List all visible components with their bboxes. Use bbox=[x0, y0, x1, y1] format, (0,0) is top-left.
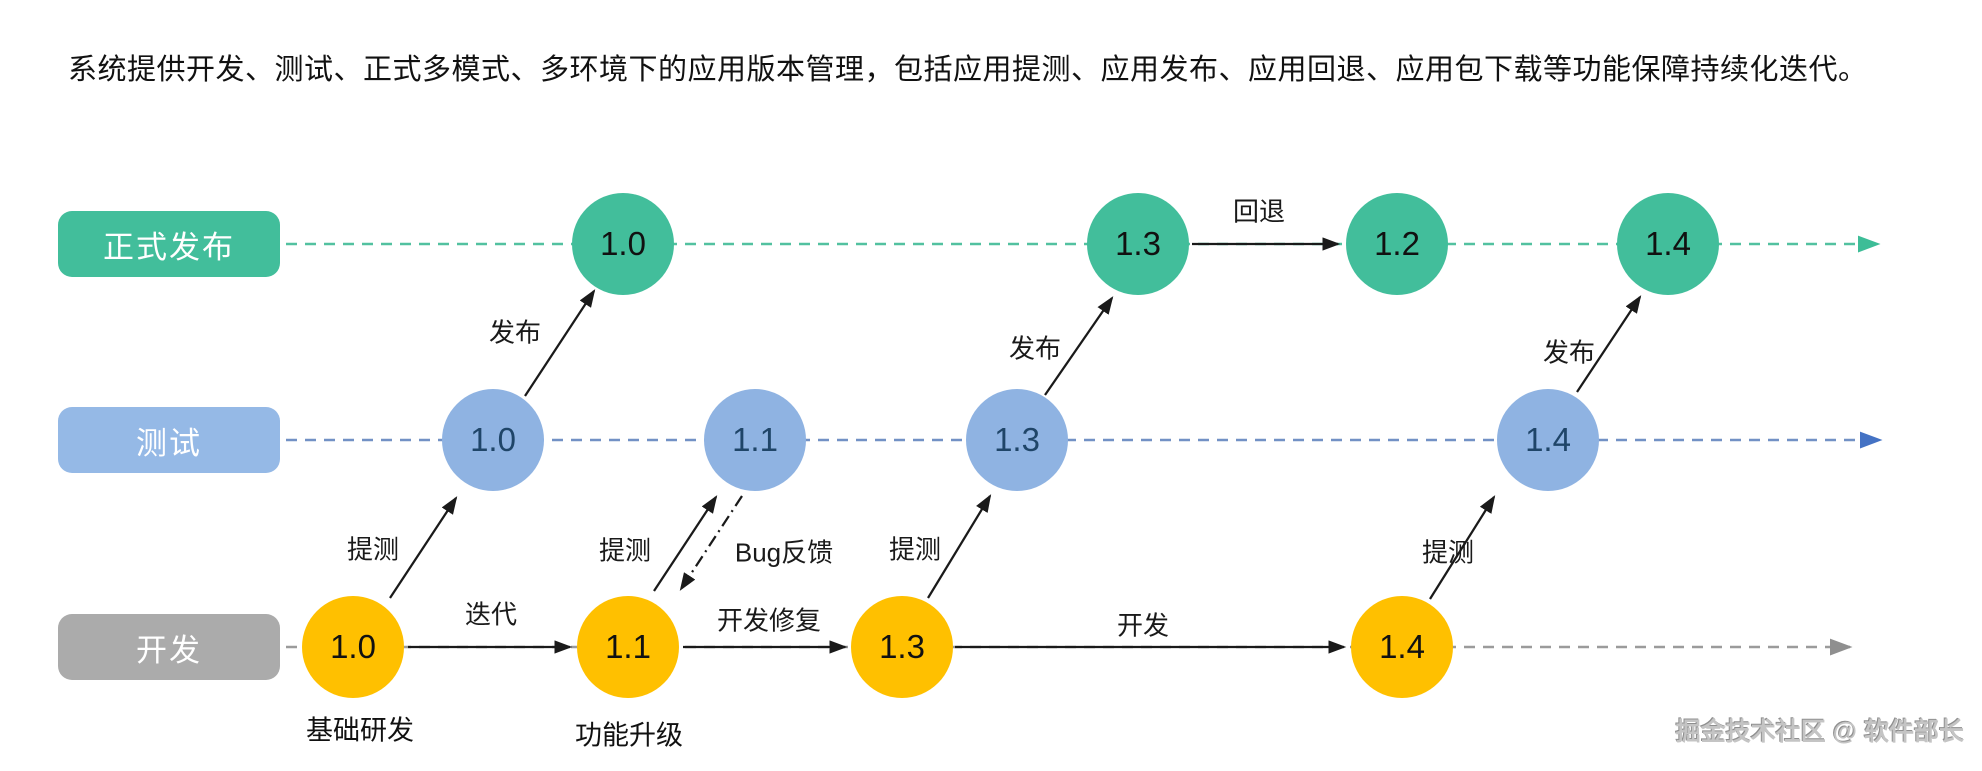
edge-label-8: 回退 bbox=[1232, 196, 1286, 227]
edge-label-7: 发布 bbox=[1008, 333, 1062, 364]
edge-label-10: 提测 bbox=[1421, 537, 1475, 568]
edge-label-11: 发布 bbox=[1542, 337, 1596, 368]
version-node-test-1.1: 1.1 bbox=[704, 389, 806, 491]
edge-arrow-0 bbox=[389, 496, 458, 599]
edge-label-6: 提测 bbox=[888, 534, 942, 565]
lane-label-dev: 开发 bbox=[58, 614, 280, 680]
edge-arrow-7 bbox=[1044, 296, 1114, 396]
lane-label-test: 测试 bbox=[58, 407, 280, 473]
version-node-test-1.4: 1.4 bbox=[1497, 389, 1599, 491]
version-node-dev-1.3: 1.3 bbox=[851, 596, 953, 698]
version-node-test-1.0: 1.0 bbox=[442, 389, 544, 491]
node-caption: 基础研发 bbox=[306, 715, 414, 746]
edge-arrow-11 bbox=[1576, 295, 1642, 393]
edge-arrow-6 bbox=[927, 494, 992, 599]
diagram-description: 系统提供开发、测试、正式多模式、多环境下的应用版本管理，包括应用提测、应用发布、… bbox=[68, 54, 1868, 86]
edge-arrow-3 bbox=[653, 495, 718, 592]
node-caption: 功能升级 bbox=[575, 720, 683, 751]
edge-label-3: 提测 bbox=[598, 535, 652, 566]
watermark-text: 掘金技术社区 @ 软件部长 bbox=[1675, 718, 1964, 746]
edge-label-5: 开发修复 bbox=[716, 605, 822, 636]
edge-label-1: 发布 bbox=[488, 317, 542, 348]
version-node-dev-1.1: 1.1 bbox=[577, 596, 679, 698]
edge-arrow-1 bbox=[524, 289, 596, 397]
edge-label-9: 开发 bbox=[1116, 610, 1170, 641]
version-node-release-1.4: 1.4 bbox=[1617, 193, 1719, 295]
lane-label-release: 正式发布 bbox=[58, 211, 280, 277]
version-node-release-1.0: 1.0 bbox=[572, 193, 674, 295]
edge-label-4: Bug反馈 bbox=[734, 537, 834, 568]
version-node-dev-1.4: 1.4 bbox=[1351, 596, 1453, 698]
edge-label-2: 迭代 bbox=[464, 599, 518, 630]
edge-label-0: 提测 bbox=[346, 534, 400, 565]
version-node-test-1.3: 1.3 bbox=[966, 389, 1068, 491]
edge-arrow-4 bbox=[679, 495, 743, 591]
version-node-release-1.2: 1.2 bbox=[1346, 193, 1448, 295]
version-node-dev-1.0: 1.0 bbox=[302, 596, 404, 698]
edge-arrow-10 bbox=[1429, 495, 1496, 600]
version-node-release-1.3: 1.3 bbox=[1087, 193, 1189, 295]
